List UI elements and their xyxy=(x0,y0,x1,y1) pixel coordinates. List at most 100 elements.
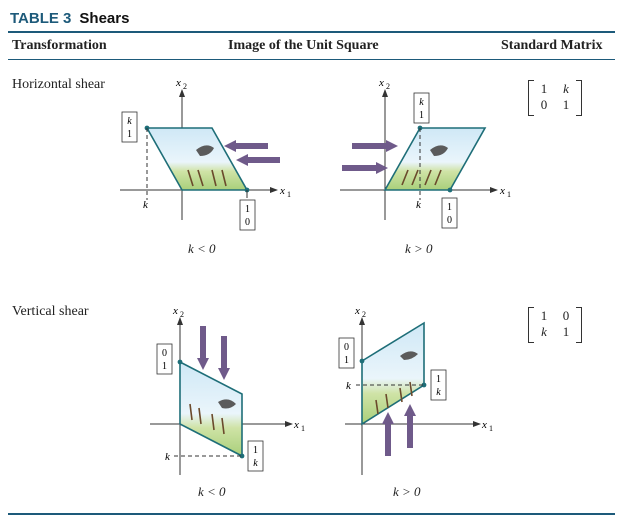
matrix-bracket-left xyxy=(528,307,534,343)
figure-horizontal-shear-negative: k 1 1 0 k x 2 x 1 xyxy=(120,77,291,231)
x2-label: x xyxy=(172,305,178,317)
fence-drawing xyxy=(187,169,227,187)
vertex-point xyxy=(239,453,245,459)
fence-drawing xyxy=(375,381,413,415)
header-matrix: Standard Matrix xyxy=(501,38,603,53)
x2-label: x xyxy=(175,77,181,89)
sheared-square xyxy=(361,321,425,426)
x1-subscript: 1 xyxy=(287,190,291,199)
x2-label: x xyxy=(354,305,360,317)
vector-entry: 1 xyxy=(447,202,452,213)
vector-1-0-box xyxy=(441,197,458,229)
vector-0-1-box xyxy=(338,337,355,369)
vector-entry: k xyxy=(253,458,258,469)
vector-k-1-box xyxy=(413,92,430,124)
arrow-down-icon xyxy=(197,326,209,370)
condition-vertical-left: k < 0 xyxy=(198,484,226,499)
vector-entry: 1 xyxy=(162,361,167,372)
matrix-cell: 1 xyxy=(562,97,570,112)
table-title: TABLE 3 Shears xyxy=(10,10,129,27)
condition-horizontal-left: k < 0 xyxy=(188,241,216,256)
x2-subscript: 2 xyxy=(180,310,184,319)
matrix-cell: k xyxy=(541,324,547,339)
arrow-right-icon xyxy=(352,140,398,152)
vector-entry: 1 xyxy=(127,129,132,140)
vector-entry: k xyxy=(419,97,424,108)
matrix-cell: k xyxy=(563,81,569,96)
x1-subscript: 1 xyxy=(507,190,511,199)
vector-entry: k xyxy=(436,387,441,398)
vector-1-k-box xyxy=(430,369,447,401)
fence-drawing xyxy=(189,403,225,435)
vertex-point xyxy=(359,358,365,364)
x2-subscript: 2 xyxy=(362,310,366,319)
vertex-point xyxy=(447,187,453,193)
row-label-vertical: Vertical shear xyxy=(12,304,89,319)
x1-subscript: 1 xyxy=(301,424,305,433)
matrix-cell: 0 xyxy=(540,97,548,112)
vector-entry: 1 xyxy=(419,110,424,121)
vector-entry: 1 xyxy=(344,355,349,366)
matrix-bracket-right xyxy=(576,80,582,116)
condition-horizontal-right: k > 0 xyxy=(405,241,433,256)
vertex-point xyxy=(177,359,183,365)
matrix-cell: 0 xyxy=(562,308,570,323)
header-rule xyxy=(8,59,615,60)
vector-1-0-box xyxy=(239,199,256,231)
x1-label: x xyxy=(499,185,505,197)
vector-entry: k xyxy=(127,116,132,127)
vertex-point xyxy=(421,382,427,388)
arrow-down-icon xyxy=(218,336,230,380)
k-tick-label: k xyxy=(416,199,422,211)
matrix-bracket-left xyxy=(528,80,534,116)
matrix-cell: 1 xyxy=(540,81,548,96)
k-tick-label: k xyxy=(165,451,171,463)
bottom-rule xyxy=(8,513,615,515)
matrix-horizontal-shear: 1 k 0 1 xyxy=(528,80,582,116)
bird-drawing xyxy=(218,399,236,409)
vector-1-k-box xyxy=(247,440,264,472)
figure-horizontal-shear-positive: k 1 1 0 k x 2 x 1 xyxy=(340,77,511,229)
header-image: Image of the Unit Square xyxy=(228,38,379,53)
x1-label: x xyxy=(293,419,299,431)
arrow-up-icon xyxy=(404,404,416,448)
arrow-left-icon xyxy=(224,140,268,152)
vector-entry: 0 xyxy=(447,215,452,226)
k-tick-label: k xyxy=(143,199,149,211)
vector-entry: 1 xyxy=(436,374,441,385)
vector-entry: 0 xyxy=(162,348,167,359)
sheared-square xyxy=(145,127,249,191)
vector-entry: 1 xyxy=(253,445,258,456)
x1-label: x xyxy=(279,185,285,197)
sheared-square xyxy=(383,127,487,191)
top-rule xyxy=(8,31,615,33)
vector-0-1-box xyxy=(156,343,173,375)
figure-vertical-shear-negative: 0 1 1 k k x 2 x 1 xyxy=(150,305,305,475)
matrix-vertical-shear: 1 0 k 1 xyxy=(528,307,582,343)
vector-entry: 0 xyxy=(245,217,250,228)
table-name: Shears xyxy=(79,10,130,27)
matrix-cell: 1 xyxy=(540,308,548,323)
condition-vertical-right: k > 0 xyxy=(393,484,421,499)
bird-drawing xyxy=(400,351,418,360)
arrow-up-icon xyxy=(382,412,394,456)
x1-label: x xyxy=(481,419,487,431)
fence-drawing xyxy=(401,169,442,186)
vector-k-1-box xyxy=(121,111,138,143)
bird-drawing xyxy=(196,145,214,156)
x2-subscript: 2 xyxy=(183,82,187,91)
sheared-square xyxy=(179,360,243,458)
matrix-bracket-right xyxy=(576,307,582,343)
x1-subscript: 1 xyxy=(489,424,493,433)
matrix-cell: 1 xyxy=(562,324,570,339)
header-transformation: Transformation xyxy=(12,38,107,53)
vector-entry: 1 xyxy=(245,204,250,215)
vector-entry: 0 xyxy=(344,342,349,353)
figure-vertical-shear-positive: 0 1 1 k k x 2 x 1 xyxy=(338,305,493,475)
k-tick-label: k xyxy=(346,380,352,392)
table-number: TABLE 3 xyxy=(10,10,72,27)
row-label-horizontal: Horizontal shear xyxy=(12,77,105,92)
x2-label: x xyxy=(378,77,384,89)
arrow-left-icon xyxy=(236,154,280,166)
